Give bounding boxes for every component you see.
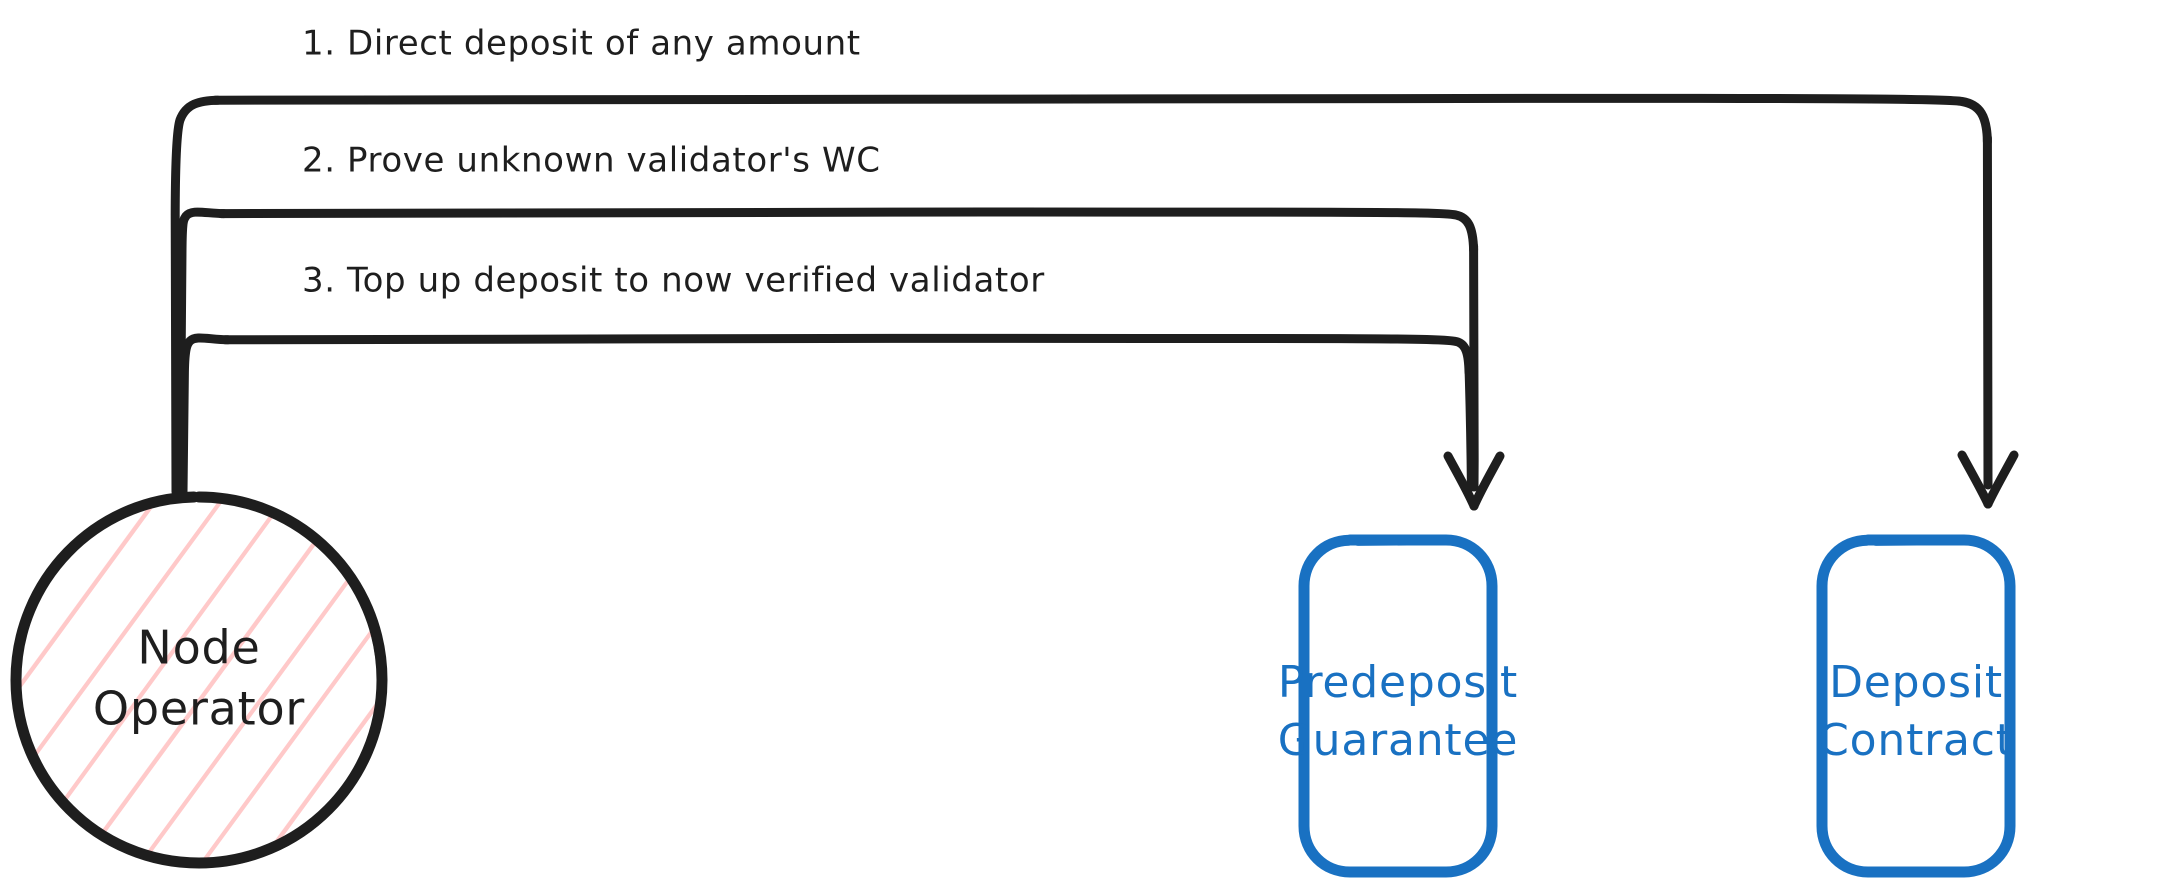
edge-1-label: 1. Direct deposit of any amount <box>302 24 861 64</box>
node-predeposit-guarantee[interactable]: Predeposit Guarantee <box>1278 534 1518 878</box>
predeposit-guarantee-label-line1: Predeposit <box>1278 657 1518 708</box>
edge-3-label: 3. Top up deposit to now verified valida… <box>302 261 1045 301</box>
node-operator-label-line1: Node <box>137 621 260 675</box>
node-node-operator[interactable]: Node Operator <box>0 470 636 894</box>
deposit-contract-label-line2: Contract <box>1818 715 2014 766</box>
edge-3-connector[interactable] <box>178 333 1476 497</box>
edge-2-label: 2. Prove unknown validator's WC <box>302 141 881 181</box>
node-operator-label-line2: Operator <box>93 682 305 736</box>
edge-1-connector[interactable] <box>170 93 2019 509</box>
predeposit-guarantee-fill <box>1304 540 1492 872</box>
predeposit-guarantee-label-line2: Guarantee <box>1278 715 1518 766</box>
deposit-contract-fill <box>1822 540 2010 872</box>
node-deposit-contract[interactable]: Deposit Contract <box>1816 534 2016 878</box>
edge-2-connector[interactable] <box>175 207 1505 511</box>
deposit-contract-label-line1: Deposit <box>1829 657 2003 708</box>
node-operator-fill <box>16 497 382 863</box>
